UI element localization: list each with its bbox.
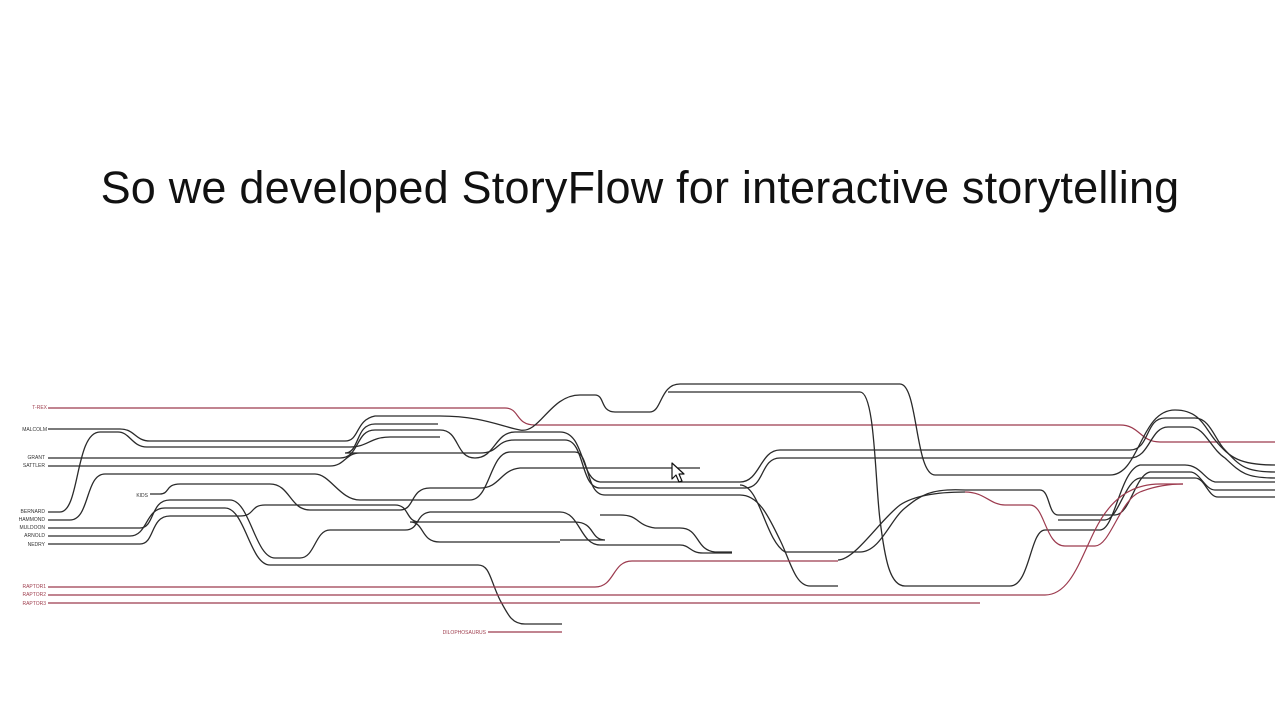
character-label-raptor3: RAPTOR3 [22,601,46,607]
slide-title: So we developed StoryFlow for interactiv… [100,162,1180,213]
storyline-trex [48,407,1275,443]
character-label-muldoon: MULDOON [19,525,45,531]
storyline-crossing-2 [668,391,1275,587]
character-label-hammond: HAMMOND [19,517,46,523]
storyline-crossing-5 [837,491,966,561]
storyline-sattler [48,423,1276,489]
storyline-kids [150,467,700,511]
character-label-raptor2: RAPTOR2 [22,592,46,598]
mouse-pointer-icon [671,462,685,483]
storyline-raptor-pack [964,483,1184,547]
storyline-raptor1 [48,560,838,588]
character-label-arnold: ARNOLD [24,533,45,539]
storyline-muldoon [48,499,732,559]
storyline-bernard [48,431,440,513]
storyline-crossing-1 [600,514,732,553]
character-label-dilophosaurus: DILOPHOSAURUS [443,630,487,636]
character-label-bernard: BERNARD [21,509,46,515]
character-label-nedry: NEDRY [28,542,46,548]
character-labels: T-REX MALCOLM GRANT SATTLER KIDS BERNARD… [19,405,487,636]
storyline-nedry [48,504,606,545]
storyline-arnold [48,507,562,625]
storyline-raptor2 [48,483,1183,596]
storyline-crossing-4 [1058,477,1275,521]
character-label-malcolm: MALCOLM [22,427,47,433]
character-label-sattler: SATTLER [23,463,46,469]
character-label-raptor1: RAPTOR1 [22,584,46,590]
character-label-grant: GRANT [28,455,46,461]
storyline-crossing-3 [739,471,1275,553]
storyline-hammond [48,451,838,587]
character-label-trex: T-REX [32,405,47,411]
storyline-malcolm [48,383,1276,476]
character-label-kids: KIDS [136,493,148,499]
storyline-grant [48,417,1276,483]
